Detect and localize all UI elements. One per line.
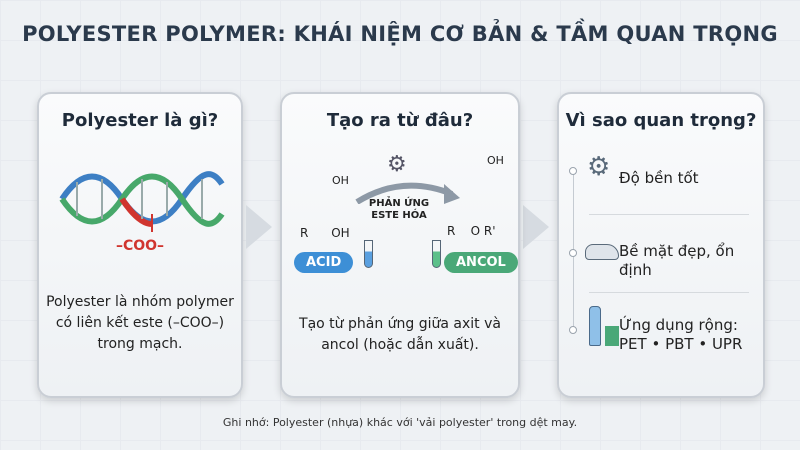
reaction-label: PHẢN ỨNG ESTE HÓA xyxy=(368,198,430,221)
panel-heading: Tạo ra từ đâu? xyxy=(326,110,474,131)
acid-oh: OH xyxy=(331,226,350,240)
ester-r2: R' xyxy=(483,224,496,238)
panel-what-is: Polyester là gì? –COO– Polyester là nhóm… xyxy=(37,92,243,398)
arrow-right-icon xyxy=(523,205,549,249)
ester-r: R xyxy=(447,224,456,238)
acid-badge: ACID xyxy=(294,252,354,273)
curved-arrow-icon xyxy=(355,182,460,204)
bottle-connector-icon xyxy=(589,306,601,346)
benefit-item: Ứng dụng rộng: PET • PBT • UPR xyxy=(619,316,743,353)
test-tube-icon xyxy=(432,240,441,268)
timeline-dot xyxy=(569,167,577,175)
benefit-item: Bề mặt đẹp, ổn định xyxy=(619,242,735,279)
panel-why-important: Vì sao quan trọng? ⚙ Độ bền tốt Bề mặt đ… xyxy=(557,92,765,398)
divider xyxy=(589,214,749,215)
panel-description: Polyester là nhóm polymer có liên kết es… xyxy=(46,294,234,352)
dna-helix-icon xyxy=(59,171,225,232)
molecule-acid: OH xyxy=(332,174,349,187)
fabric-swatch-icon xyxy=(605,326,619,346)
panel-made-from: Tạo ra từ đâu? ⚙ OH OH R OH PHẢN ỨNG EST… xyxy=(280,92,520,398)
arrow-right-icon xyxy=(246,205,272,249)
ester-o: O xyxy=(470,224,481,238)
panel-heading: Vì sao quan trọng? xyxy=(565,110,757,131)
benefit-item: Độ bền tốt xyxy=(619,169,699,187)
broken-chain-gear-icon: ⚙ xyxy=(587,152,611,182)
page-title: POLYESTER POLYMER: KHÁI NIỆM CƠ BẢN & TẦ… xyxy=(22,22,778,46)
gear-icon: ⚙ xyxy=(387,152,407,177)
ancol-badge: ANCOL xyxy=(444,252,518,273)
footnote: Ghi nhớ: Polyester (nhựa) khác với 'vải … xyxy=(222,416,578,429)
panel-description: Tạo từ phản ứng giữa axit và ancol (hoặc… xyxy=(299,316,501,353)
test-tube-icon xyxy=(364,240,373,268)
divider xyxy=(589,292,749,293)
ester-bond-label: –COO– xyxy=(115,238,165,254)
acid-r: R xyxy=(300,226,309,240)
car-lens-icon xyxy=(585,244,619,260)
timeline-dot xyxy=(569,249,577,257)
panel-heading: Polyester là gì? xyxy=(61,110,219,131)
molecule-alcohol: OH xyxy=(487,154,504,167)
timeline-dot xyxy=(569,326,577,334)
